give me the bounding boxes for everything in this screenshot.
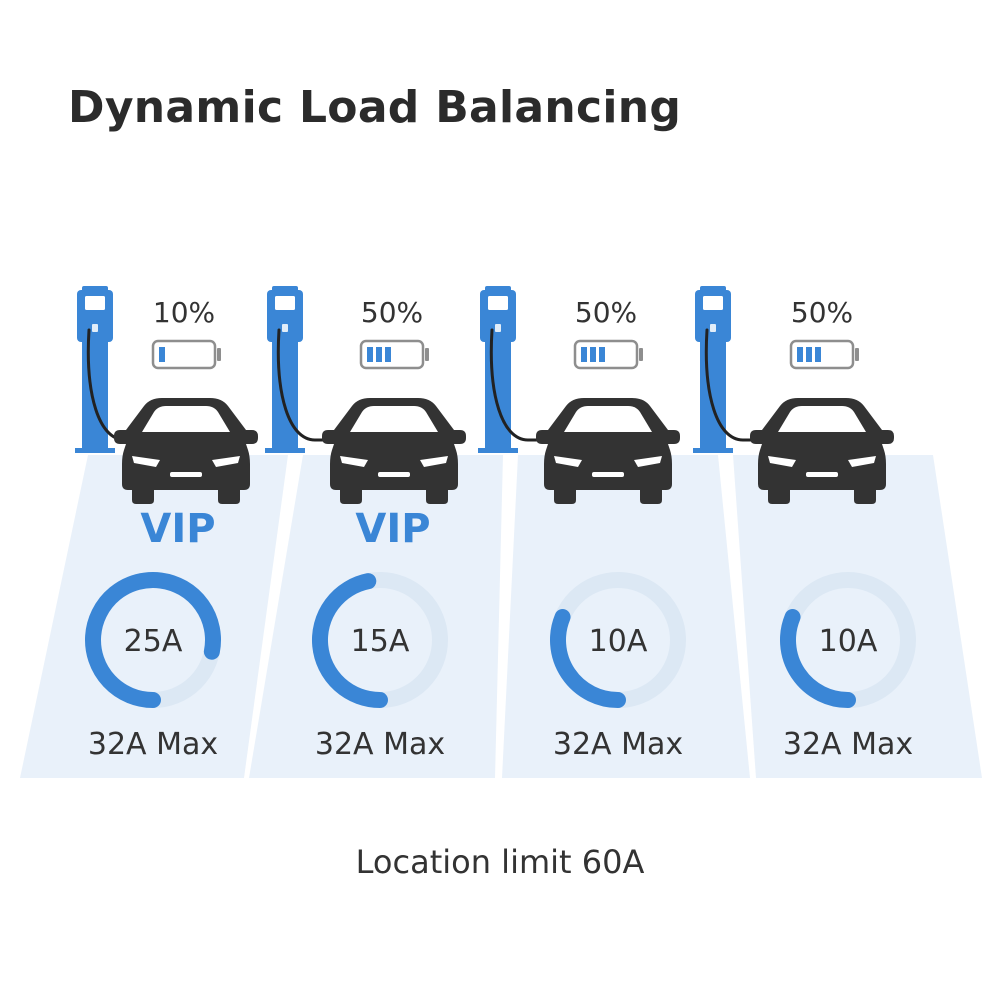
battery-cell <box>815 347 821 362</box>
gauge-arc <box>550 609 626 708</box>
battery-cell <box>797 347 803 362</box>
battery-cell <box>159 347 165 362</box>
car-icon <box>322 398 466 504</box>
charging-cable <box>276 328 334 442</box>
parking-bay-1 <box>20 455 288 778</box>
parking-bay-4 <box>733 455 982 778</box>
charging-cable <box>704 328 762 442</box>
max-current-label: 32A Max <box>553 727 683 762</box>
battery-icon <box>359 339 429 370</box>
car-icon <box>114 398 258 504</box>
battery-cell <box>367 347 373 362</box>
battery-cell <box>590 347 596 362</box>
battery-percent-label: 50% <box>575 296 637 329</box>
battery-cell <box>376 347 382 362</box>
current-label: 15A <box>351 624 410 659</box>
battery-cell <box>581 347 587 362</box>
gauge-arc <box>311 573 388 708</box>
current-label: 25A <box>124 624 183 659</box>
gauge-arc <box>85 572 221 708</box>
battery-cell <box>385 347 391 362</box>
battery-percent-label: 50% <box>361 296 423 329</box>
charging-cable <box>489 328 548 442</box>
station-1: 10% VIP 25A 32A Max <box>75 286 258 762</box>
battery-percent-label: 10% <box>153 296 215 329</box>
charger-icon <box>478 286 518 453</box>
charger-icon <box>265 286 305 453</box>
car-icon <box>536 398 680 504</box>
station-4: 50% 10A 32A Max <box>693 286 916 762</box>
max-current-label: 32A Max <box>315 727 445 762</box>
page-title: Dynamic Load Balancing <box>68 82 682 133</box>
location-limit-label: Location limit 60A <box>355 843 645 881</box>
parking-bay-3 <box>502 455 750 778</box>
gauge-arc <box>780 609 856 708</box>
max-current-label: 32A Max <box>783 727 913 762</box>
battery-icon <box>573 339 643 370</box>
battery-icon <box>789 339 859 370</box>
vip-badge: VIP <box>355 506 430 552</box>
parking-bay-2 <box>249 455 503 778</box>
charger-icon <box>75 286 115 453</box>
station-3: 50% 10A 32A Max <box>478 286 686 762</box>
battery-icon <box>151 339 221 370</box>
current-label: 10A <box>589 624 648 659</box>
current-label: 10A <box>819 624 878 659</box>
vip-badge: VIP <box>140 506 215 552</box>
charger-icon <box>693 286 733 453</box>
car-icon <box>750 398 894 504</box>
max-current-label: 32A Max <box>88 727 218 762</box>
battery-cell <box>599 347 605 362</box>
battery-percent-label: 50% <box>791 296 853 329</box>
parking-lots <box>20 455 982 778</box>
station-2: 50% VIP 15A 32A Max <box>265 286 466 762</box>
battery-cell <box>806 347 812 362</box>
